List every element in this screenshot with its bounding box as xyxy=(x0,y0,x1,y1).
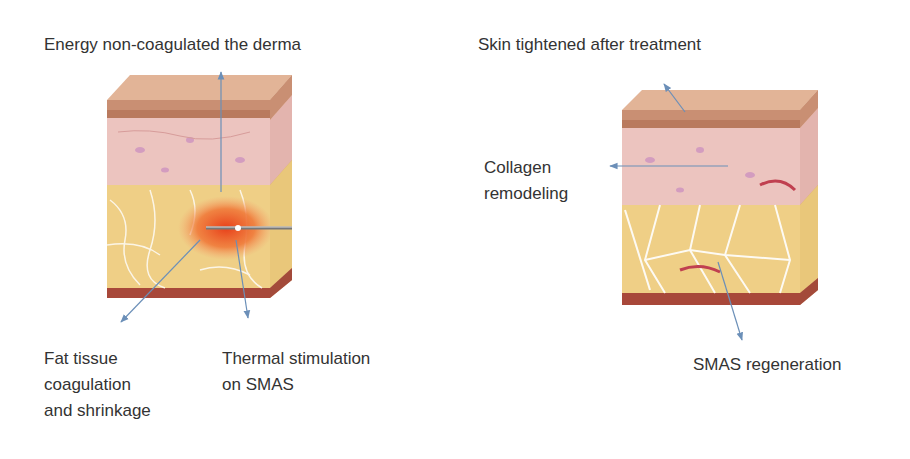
callout-label: Collagen remodeling xyxy=(484,155,594,207)
callout-label: Thermal stimulation on SMAS xyxy=(222,346,392,398)
leader-lines xyxy=(610,84,742,340)
callout-label: Energy non-coagulated the derma xyxy=(44,32,364,58)
skin-block-before xyxy=(107,75,292,298)
skin-block-after xyxy=(622,90,818,305)
callout-label: SMAS regeneration xyxy=(693,352,893,378)
callout-label: Skin tightened after treatment xyxy=(478,32,798,58)
leader-lines xyxy=(121,72,248,322)
callout-label: Fat tissue coagulation and shrinkage xyxy=(44,346,164,424)
